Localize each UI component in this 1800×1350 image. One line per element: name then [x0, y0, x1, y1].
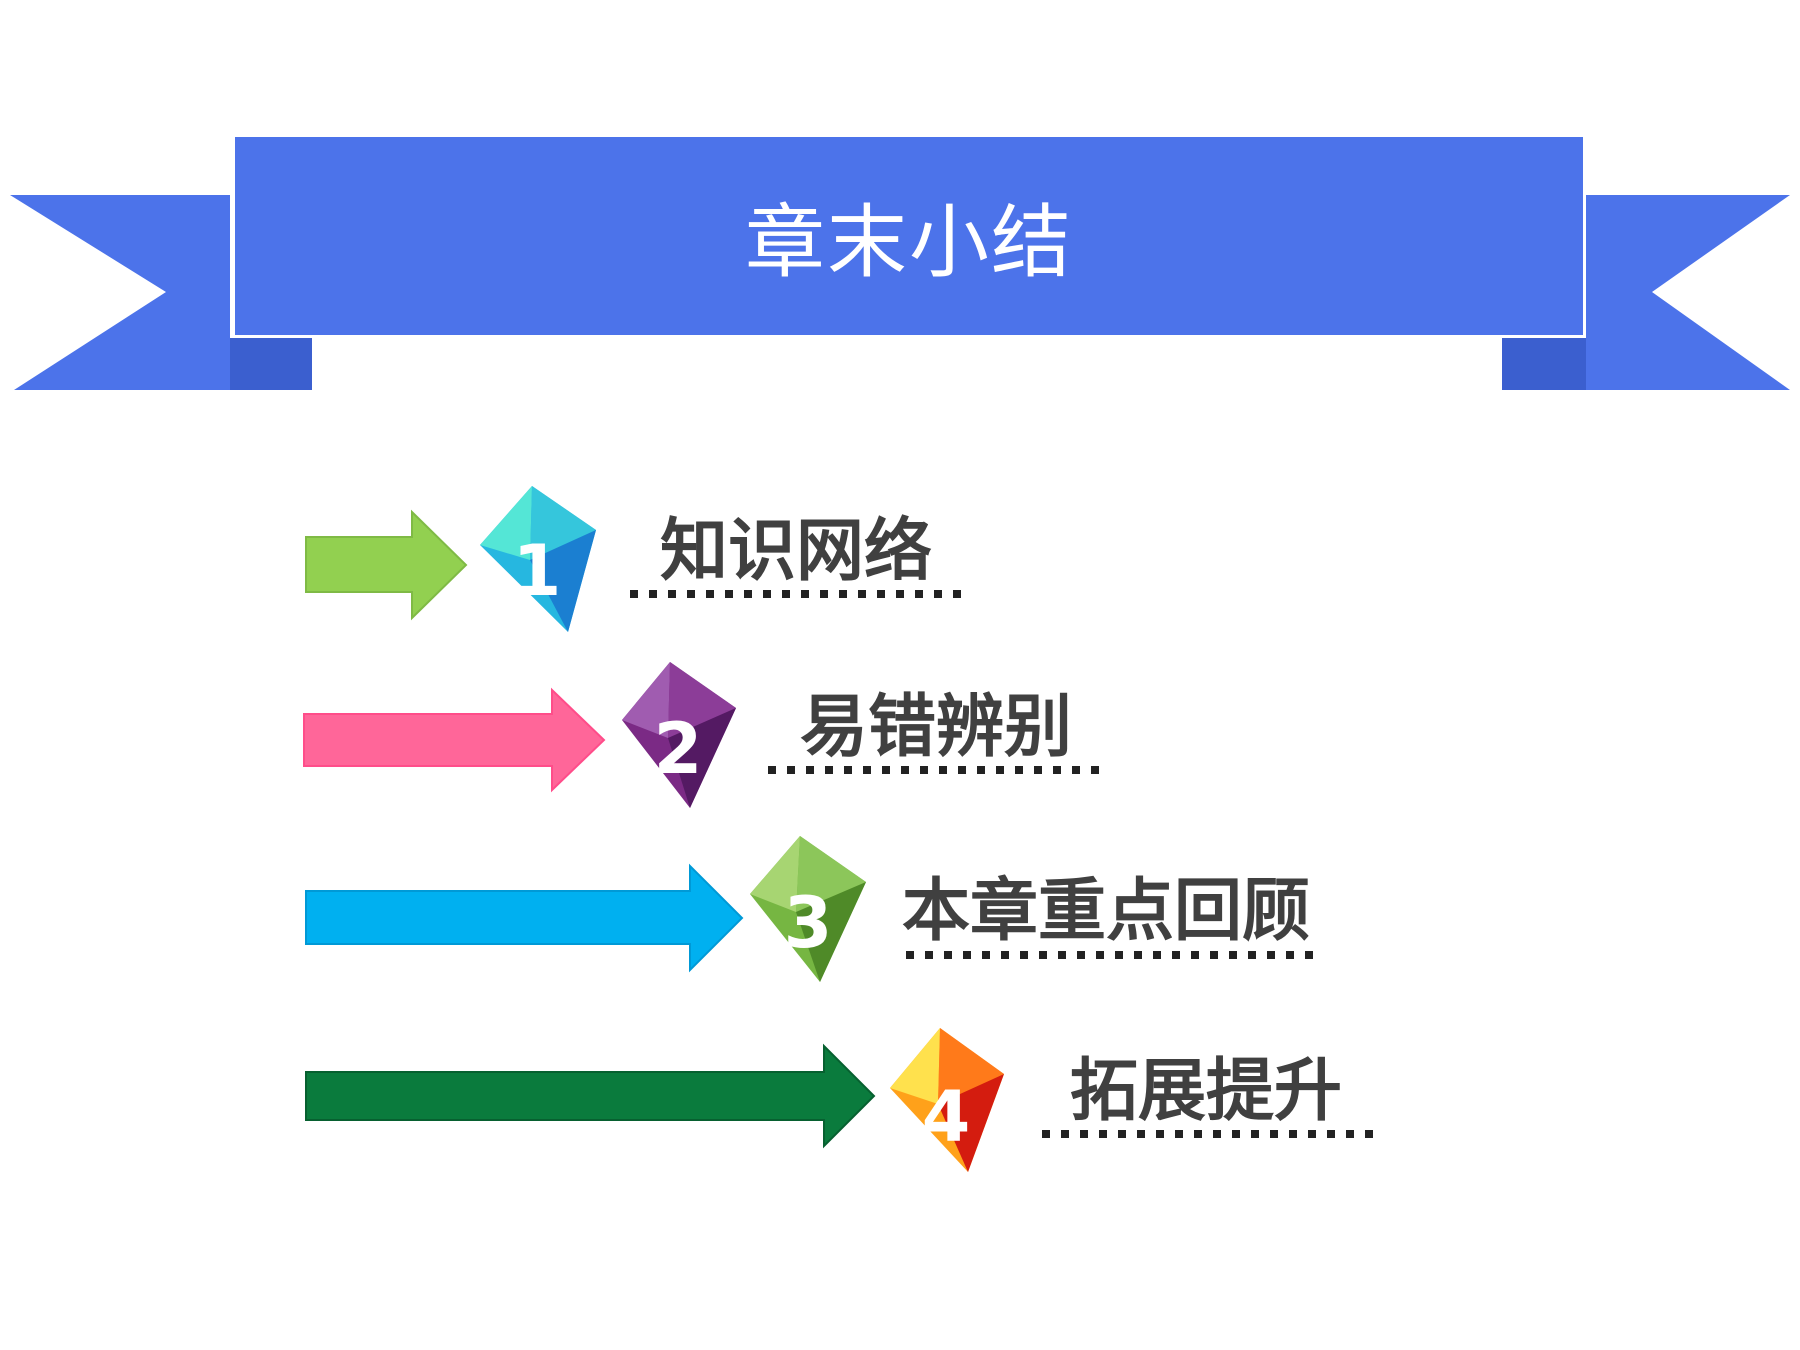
page-title: 章末小结	[745, 196, 1073, 289]
arrow-2	[303, 687, 606, 793]
item-3	[305, 836, 1318, 982]
gem-3	[750, 836, 866, 982]
item-label-knowledge-network[interactable]: 知识网络	[660, 512, 933, 591]
gem-number-2: 2	[653, 708, 703, 790]
gem-number-1: 1	[512, 530, 562, 612]
ribbon-banner	[10, 135, 1790, 390]
item-2	[303, 662, 1106, 808]
item-label-error-distinction[interactable]: 易错辨别	[800, 688, 1073, 767]
ribbon-right-tail	[1586, 195, 1790, 390]
ribbon-right-fold	[1502, 338, 1586, 390]
ribbon-left-tail	[10, 195, 230, 390]
arrow-1	[305, 509, 468, 621]
gem-2	[622, 662, 736, 808]
item-label-chapter-review[interactable]: 本章重点回顾	[902, 872, 1311, 951]
arrow-4	[305, 1043, 876, 1149]
item-4	[305, 1028, 1378, 1172]
arrow-3	[305, 863, 744, 973]
ribbon-left-fold	[230, 338, 312, 390]
gem-number-4: 4	[921, 1076, 971, 1158]
ribbon-main-band	[233, 135, 1585, 337]
gem-1	[480, 486, 596, 632]
item-label-extension[interactable]: 拓展提升	[1070, 1052, 1343, 1131]
gem-4	[890, 1028, 1004, 1172]
item-1	[305, 486, 966, 632]
gem-number-3: 3	[783, 882, 833, 964]
